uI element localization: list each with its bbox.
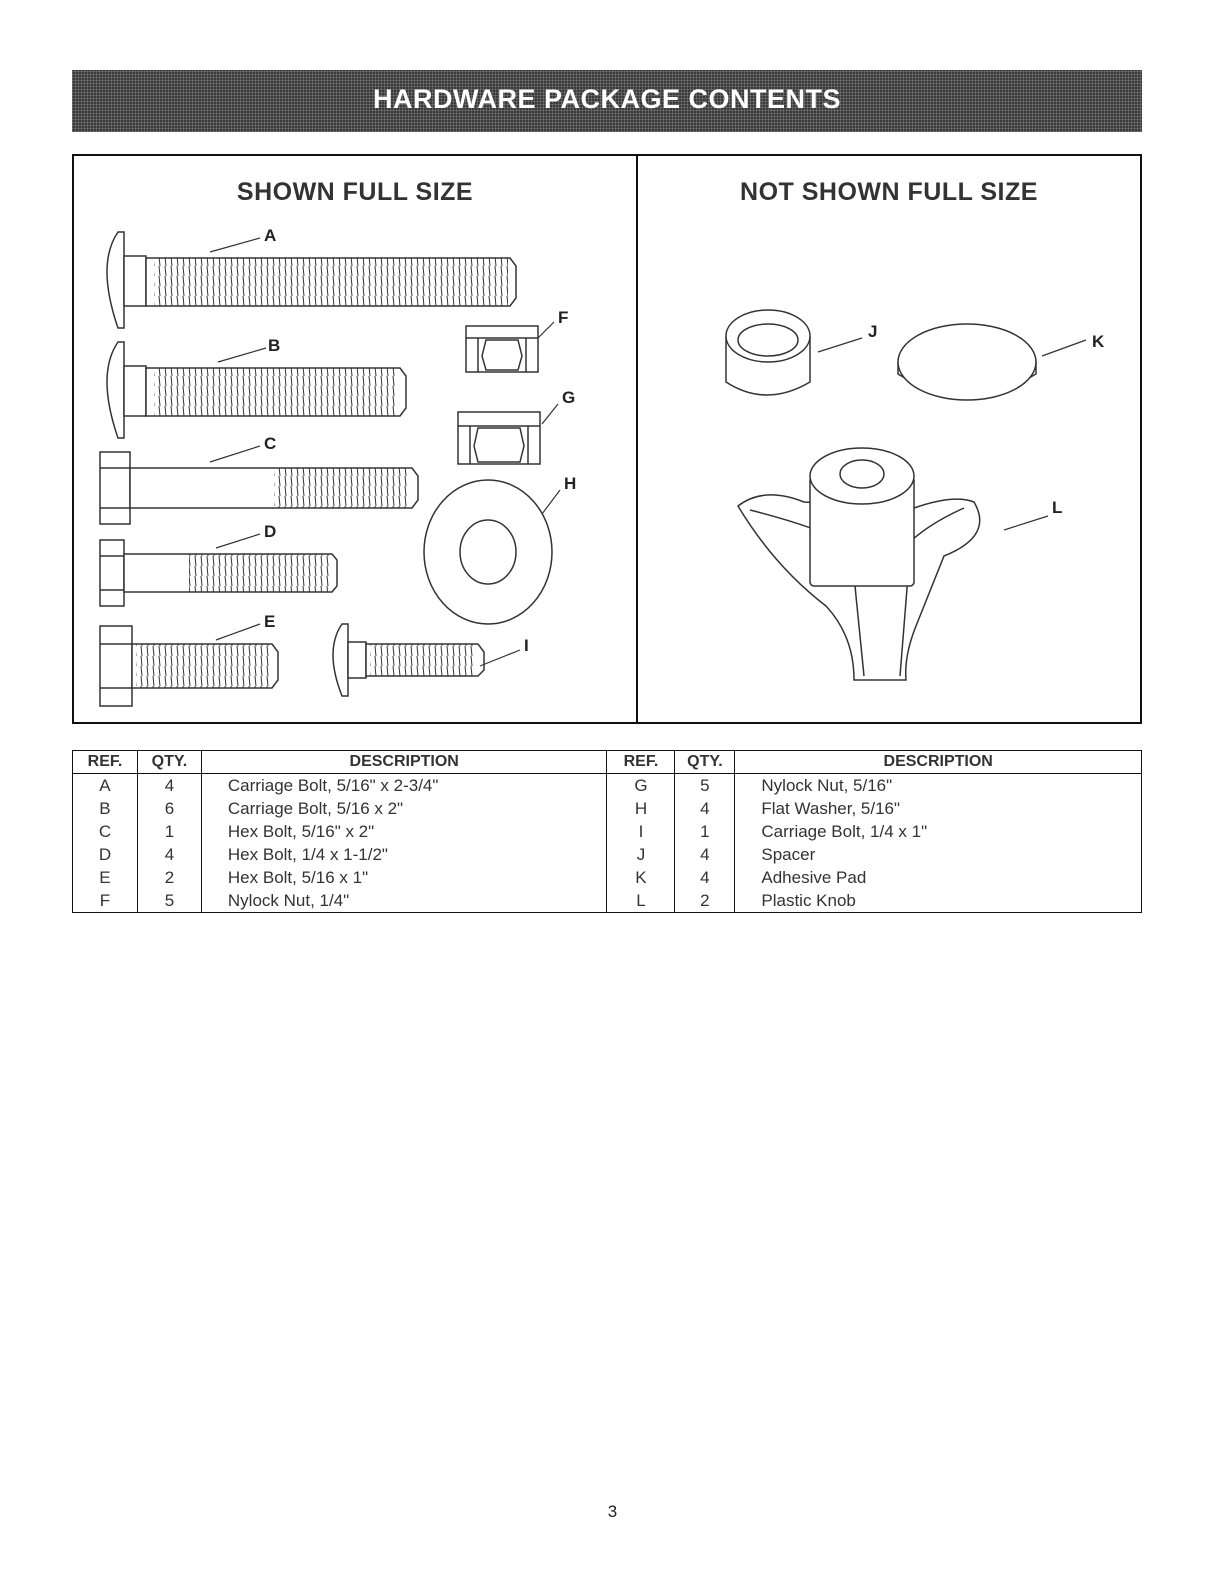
plastic-knob-l-drawing <box>737 447 981 681</box>
description-cell: Spacer <box>734 843 1142 866</box>
header-qty-left: QTY. <box>136 750 202 774</box>
hex-bolt-e-drawing <box>99 625 279 707</box>
ref-cell: G <box>606 773 676 797</box>
carriage-bolt-b-drawing <box>106 341 407 439</box>
qty-cell: 5 <box>674 773 736 797</box>
hardware-figure: SHOWN FULL SIZE NOT SHOWN FULL SIZE <box>72 154 1142 724</box>
qty-cell: 4 <box>674 866 736 889</box>
description-cell: Hex Bolt, 5/16 x 1" <box>201 866 608 889</box>
ref-cell: H <box>606 797 676 820</box>
nylock-nut-f-drawing <box>465 325 539 373</box>
ref-cell: L <box>606 889 676 913</box>
description-cell: Nylock Nut, 5/16" <box>734 773 1142 797</box>
carriage-bolt-a-drawing <box>106 231 517 329</box>
table-row: D 4 Hex Bolt, 1/4 x 1-1/2" J 4 Spacer <box>72 843 1142 866</box>
qty-cell: 2 <box>674 889 736 913</box>
description-cell: Adhesive Pad <box>734 866 1142 889</box>
nylock-nut-g-drawing <box>457 411 541 465</box>
qty-cell: 5 <box>137 889 202 913</box>
label-h: H <box>564 474 577 493</box>
description-cell: Flat Washer, 5/16" <box>734 797 1142 820</box>
header-ref-left: REF. <box>72 750 138 774</box>
hex-bolt-d-drawing <box>99 539 338 607</box>
table-row: A 4 Carriage Bolt, 5/16" x 2-3/4" G 5 Ny… <box>72 773 1142 797</box>
table-row: E 2 Hex Bolt, 5/16 x 1" K 4 Adhesive Pad <box>72 866 1142 889</box>
label-k: K <box>1092 332 1105 351</box>
qty-cell: 2 <box>137 866 202 889</box>
label-l: L <box>1052 498 1063 517</box>
description-cell: Carriage Bolt, 1/4 x 1" <box>734 820 1142 843</box>
hardware-illustration <box>99 231 1087 707</box>
section-banner: HARDWARE PACKAGE CONTENTS <box>72 70 1142 132</box>
ref-cell: F <box>72 889 138 913</box>
flat-washer-h-drawing <box>423 479 553 625</box>
ref-cell: E <box>72 866 138 889</box>
label-f: F <box>558 308 569 327</box>
not-shown-full-size-title: NOT SHOWN FULL SIZE <box>740 178 1038 206</box>
ref-cell: C <box>72 820 138 843</box>
label-d: D <box>264 522 277 541</box>
qty-cell: 1 <box>137 820 202 843</box>
description-cell: Carriage Bolt, 5/16" x 2-3/4" <box>201 773 608 797</box>
qty-cell: 6 <box>137 797 202 820</box>
hex-bolt-c-drawing <box>99 451 419 525</box>
ref-cell: J <box>606 843 676 866</box>
ref-cell: A <box>72 773 138 797</box>
table-row: B 6 Carriage Bolt, 5/16 x 2" H 4 Flat Wa… <box>72 797 1142 820</box>
figure-divider <box>636 156 638 722</box>
label-e: E <box>264 612 276 631</box>
parts-table-header: REF. QTY. DESCRIPTION REF. QTY. DESCRIPT… <box>72 750 1142 774</box>
ref-cell: I <box>606 820 676 843</box>
label-g: G <box>562 388 576 407</box>
description-cell: Hex Bolt, 5/16" x 2" <box>201 820 608 843</box>
description-cell: Nylock Nut, 1/4" <box>201 889 608 913</box>
label-j: J <box>868 322 878 341</box>
qty-cell: 4 <box>137 843 202 866</box>
label-c: C <box>264 434 277 453</box>
qty-cell: 1 <box>674 820 736 843</box>
label-i: I <box>524 636 529 655</box>
ref-cell: K <box>606 866 676 889</box>
label-a: A <box>264 226 277 245</box>
page-number: 3 <box>607 1502 618 1521</box>
ref-cell: B <box>72 797 138 820</box>
ref-cell: D <box>72 843 138 866</box>
description-cell: Hex Bolt, 1/4 x 1-1/2" <box>201 843 608 866</box>
label-b: B <box>268 336 281 355</box>
shown-full-size-title: SHOWN FULL SIZE <box>236 178 474 206</box>
header-qty-right: QTY. <box>674 750 736 774</box>
qty-cell: 4 <box>674 797 736 820</box>
adhesive-pad-k-drawing <box>897 323 1037 401</box>
leader-lines <box>209 237 1087 667</box>
description-cell: Plastic Knob <box>734 889 1142 913</box>
description-cell: Carriage Bolt, 5/16 x 2" <box>201 797 608 820</box>
header-description-right: DESCRIPTION <box>734 750 1142 774</box>
header-ref-right: REF. <box>606 750 676 774</box>
qty-cell: 4 <box>674 843 736 866</box>
banner-title: HARDWARE PACKAGE CONTENTS <box>372 84 841 114</box>
qty-cell: 4 <box>137 773 202 797</box>
header-description-left: DESCRIPTION <box>200 750 608 774</box>
spacer-j-drawing <box>725 309 811 396</box>
parts-table: REF. QTY. DESCRIPTION REF. QTY. DESCRIPT… <box>72 750 1142 913</box>
carriage-bolt-i-drawing <box>332 623 485 697</box>
table-row: F 5 Nylock Nut, 1/4" L 2 Plastic Knob <box>72 889 1142 913</box>
table-row: C 1 Hex Bolt, 5/16" x 2" I 1 Carriage Bo… <box>72 820 1142 843</box>
